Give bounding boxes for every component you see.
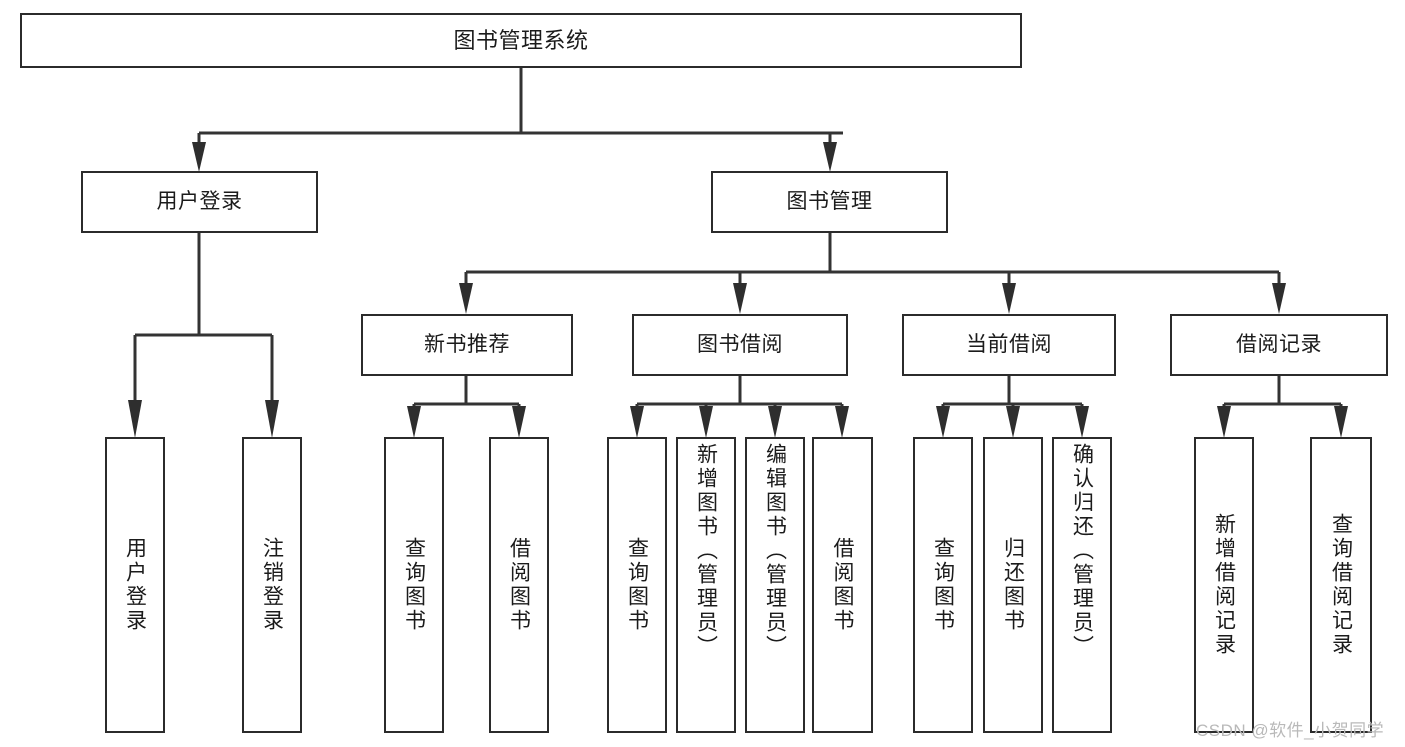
node-current-borrow[interactable]: 当前借阅 [902,314,1116,376]
leaf-new-book-query-label: 查询图书 [402,537,426,633]
node-current-borrow-label: 当前借阅 [966,332,1052,356]
node-root-label: 图书管理系统 [453,27,589,53]
node-book-manage-label: 图书管理 [786,189,873,213]
node-book-manage[interactable]: 图书管理 [711,171,948,233]
leaf-current-borrow-query[interactable]: 查询图书 [913,437,973,733]
leaf-book-borrow-add[interactable]: 新增图书（管理员） [676,437,736,733]
leaf-new-book-borrow[interactable]: 借阅图书 [489,437,549,733]
leaf-book-borrow-edit-label: 编辑图书（管理员） [763,443,787,659]
leaf-borrow-record-query[interactable]: 查询借阅记录 [1310,437,1372,733]
leaf-book-borrow-borrow-label: 借阅图书 [831,537,854,633]
leaf-borrow-record-add[interactable]: 新增借阅记录 [1194,437,1254,733]
leaf-current-borrow-return[interactable]: 归还图书 [983,437,1043,733]
leaf-borrow-record-add-label: 新增借阅记录 [1212,513,1236,657]
leaf-new-book-query[interactable]: 查询图书 [384,437,444,733]
leaf-book-borrow-query[interactable]: 查询图书 [607,437,667,733]
node-book-borrow[interactable]: 图书借阅 [632,314,848,376]
leaf-current-borrow-confirm-label: 确认归还（管理员） [1070,443,1094,659]
node-book-borrow-label: 图书借阅 [697,332,783,356]
leaf-user-login-login-label: 用户登录 [123,537,147,633]
leaf-book-borrow-borrow[interactable]: 借阅图书 [812,437,873,733]
leaf-current-borrow-confirm[interactable]: 确认归还（管理员） [1052,437,1112,733]
leaf-book-borrow-edit[interactable]: 编辑图书（管理员） [745,437,805,733]
node-new-book-recommend-label: 新书推荐 [424,332,510,356]
leaf-book-borrow-add-label: 新增图书（管理员） [694,443,718,659]
arrowheads [128,142,1348,438]
leaf-user-login-logout-label: 注销登录 [260,537,284,633]
leaf-current-borrow-return-label: 归还图书 [1001,537,1025,633]
node-root[interactable]: 图书管理系统 [20,13,1022,68]
leaf-book-borrow-query-label: 查询图书 [625,537,649,633]
node-user-login-label: 用户登录 [156,189,243,213]
leaf-current-borrow-query-label: 查询图书 [931,537,955,633]
leaf-new-book-borrow-label: 借阅图书 [507,537,531,633]
node-user-login[interactable]: 用户登录 [81,171,318,233]
leaf-borrow-record-query-label: 查询借阅记录 [1329,513,1353,657]
csdn-watermark: CSDN @软件_小贺同学 [1196,721,1385,740]
node-borrow-record[interactable]: 借阅记录 [1170,314,1388,376]
node-new-book-recommend[interactable]: 新书推荐 [361,314,573,376]
node-borrow-record-label: 借阅记录 [1236,332,1322,356]
leaf-user-login-login[interactable]: 用户登录 [105,437,165,733]
leaf-user-login-logout[interactable]: 注销登录 [242,437,302,733]
